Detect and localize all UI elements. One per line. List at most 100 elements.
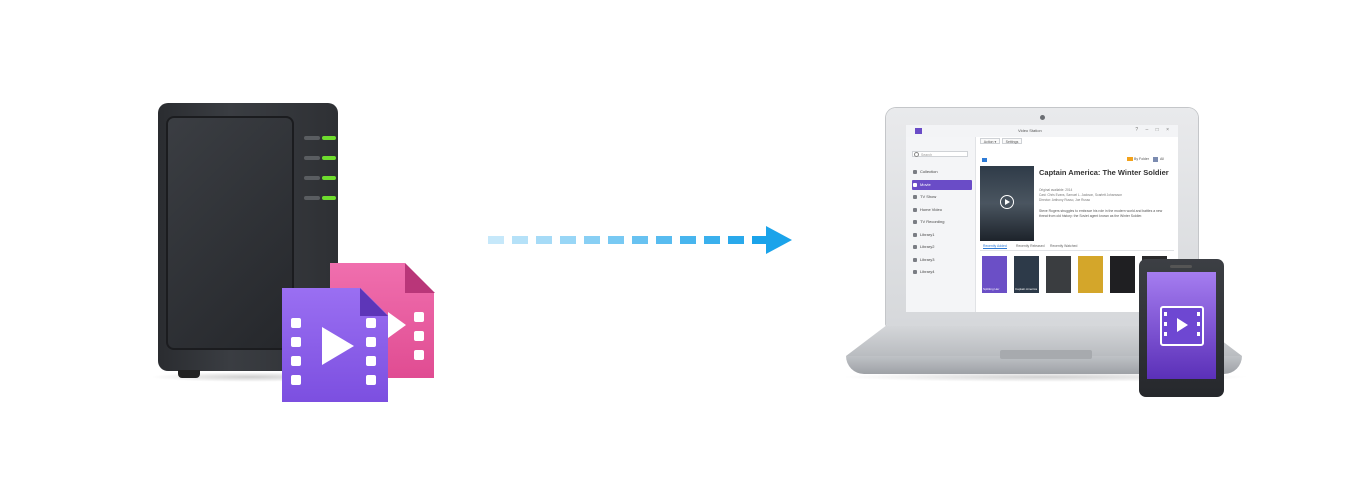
nas-shadow — [150, 372, 350, 382]
nas-status-led — [322, 136, 336, 140]
film-perforation-icon — [1164, 312, 1167, 316]
by-folder-button[interactable]: By Folder — [1134, 157, 1149, 161]
film-perforation-icon — [1164, 332, 1167, 336]
film-perforation-icon — [414, 350, 424, 360]
film-perforation-icon — [366, 375, 376, 385]
poster-title: Captain America — [1015, 287, 1038, 291]
arrow-dash — [656, 236, 672, 244]
play-icon — [322, 327, 354, 365]
arrow-dash — [632, 236, 648, 244]
sidebar-item-label: Movie — [920, 181, 931, 187]
folder-icon — [1127, 157, 1133, 161]
poster-title: Splitting Her — [983, 287, 1000, 291]
movie-director: Director: Anthony Russo, Joe Russo — [1039, 198, 1091, 202]
sidebar-item[interactable]: Library1 — [912, 230, 972, 240]
sidebar-item[interactable]: Library2 — [912, 242, 972, 252]
arrow-dash — [752, 236, 768, 244]
library-icon — [913, 270, 917, 274]
nas-status-led — [322, 176, 336, 180]
sidebar-item[interactable]: Library3 — [912, 255, 972, 265]
sidebar-item-label: Collection — [920, 169, 938, 174]
play-icon — [388, 312, 406, 338]
trackpad — [1000, 350, 1092, 359]
nas-status-led — [322, 156, 336, 160]
nas-status-led — [304, 196, 320, 200]
sidebar-item[interactable]: TV Recording — [912, 217, 972, 227]
nas-foot — [178, 370, 200, 378]
nas-status-led — [304, 156, 320, 160]
movie-poster[interactable] — [1110, 256, 1135, 293]
arrow-dash — [560, 236, 576, 244]
library-icon — [913, 232, 917, 237]
nas-status-led — [304, 176, 320, 180]
sidebar-item[interactable]: Collection — [912, 167, 972, 177]
tab-recently-released[interactable]: Recently Released — [1016, 244, 1045, 248]
film-perforation-icon — [1197, 332, 1200, 336]
window-controls[interactable]: ? – □ × — [1135, 127, 1172, 133]
sidebar-item-label: TV Show — [920, 194, 937, 199]
nas-status-led — [322, 196, 336, 200]
settings-button[interactable]: Settings — [1002, 138, 1022, 144]
arrow-dash — [608, 236, 624, 244]
movie-cast: Cast: Chris Evans, Samuel L. Jackson, Sc… — [1039, 193, 1123, 197]
film-perforation-icon — [366, 318, 376, 328]
sidebar-item[interactable]: Movie — [912, 179, 972, 190]
home-video-icon — [913, 207, 917, 212]
movie-poster[interactable]: Captain America — [1014, 256, 1039, 293]
arrow-dash — [584, 236, 600, 244]
sidebar-item[interactable]: TV Show — [912, 192, 972, 202]
file-fold-icon — [405, 263, 435, 293]
sidebar-item-label: Library2 — [920, 244, 935, 249]
arrow-dash — [680, 236, 696, 244]
nas-front-panel — [166, 116, 294, 350]
tv-show-icon — [913, 195, 917, 199]
play-icon — [1005, 199, 1010, 205]
arrow-dash — [488, 236, 504, 244]
arrow-dash — [536, 236, 552, 244]
movie-poster[interactable]: Splitting Her — [982, 256, 1007, 293]
phone-speaker — [1170, 265, 1192, 268]
film-perforation-icon — [291, 337, 301, 347]
play-button[interactable] — [1000, 195, 1014, 209]
home-icon[interactable] — [982, 158, 987, 162]
webcam-icon — [1040, 115, 1045, 120]
arrow-dash — [704, 236, 720, 244]
film-perforation-icon — [291, 375, 301, 385]
movie-poster[interactable] — [1078, 256, 1103, 293]
sidebar-item-label: Home Video — [920, 206, 942, 212]
film-perforation-icon — [291, 318, 301, 328]
sidebar-item[interactable]: Home Video — [912, 205, 972, 215]
sidebar-item-label: Library1 — [920, 231, 935, 237]
nas-status-led — [304, 136, 320, 140]
collection-icon — [913, 170, 917, 174]
tab-divider — [980, 250, 1174, 251]
tab-recently-watched[interactable]: Recently Watched — [1050, 244, 1078, 248]
action-button[interactable]: Action ▾ — [980, 138, 1000, 144]
movie-icon — [913, 182, 917, 187]
tab-recently-added[interactable]: Recently Added — [983, 244, 1007, 249]
sidebar-item-label: TV Recording — [920, 219, 945, 224]
film-perforation-icon — [414, 331, 424, 341]
film-perforation-icon — [366, 356, 376, 366]
movie-description: Steve Rogers struggles to embrace his ro… — [1039, 209, 1163, 218]
film-perforation-icon — [1197, 312, 1200, 316]
view-mode-label: All — [1160, 157, 1164, 161]
film-perforation-icon — [1164, 322, 1167, 326]
search-input[interactable]: Search — [912, 151, 968, 157]
view-mode-icon[interactable] — [1153, 157, 1158, 162]
sidebar-item[interactable]: Library4 — [912, 267, 972, 277]
film-perforation-icon — [366, 337, 376, 347]
film-perforation-icon — [1197, 322, 1200, 326]
arrow-dash — [728, 236, 744, 244]
arrow-dash — [512, 236, 528, 244]
movie-title: Captain America: The Winter Soldier — [1039, 168, 1169, 177]
play-icon — [1177, 318, 1188, 332]
film-perforation-icon — [414, 312, 424, 322]
movie-year: Original available: 2014 — [1039, 188, 1073, 192]
sidebar-item-label: Library4 — [920, 269, 935, 274]
window-title: Video Station — [1018, 128, 1042, 133]
library-icon — [913, 245, 917, 249]
movie-poster[interactable] — [1046, 256, 1071, 293]
